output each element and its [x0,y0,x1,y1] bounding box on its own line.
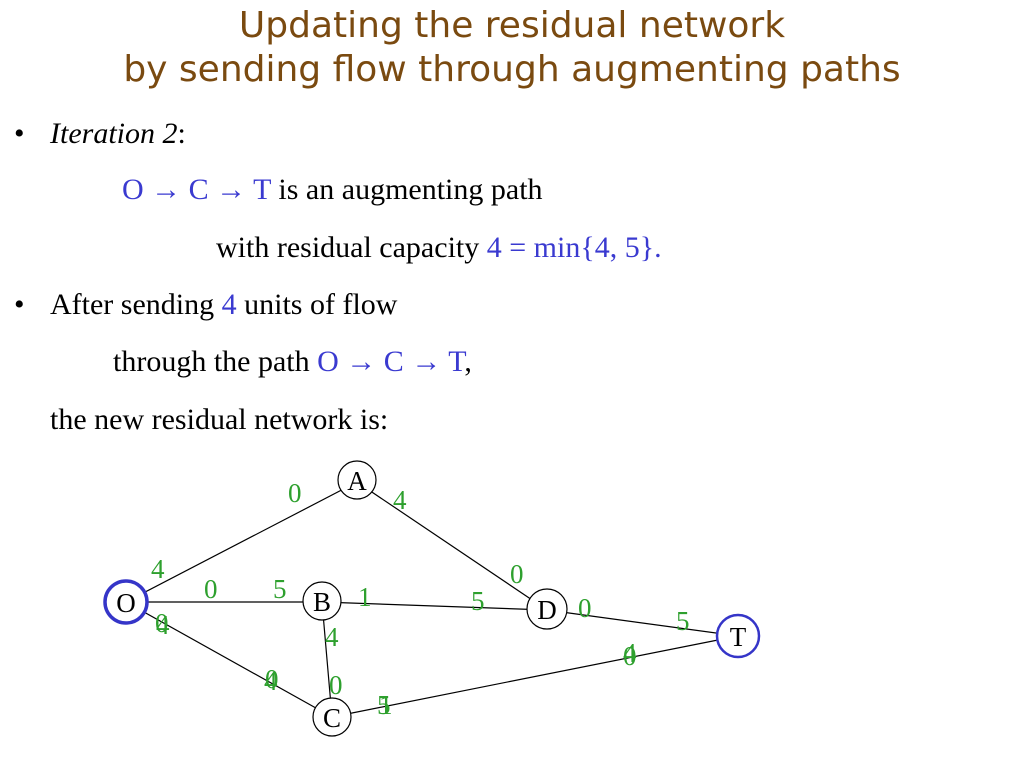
network-edges [125,481,739,718]
edge-d-t [546,609,739,637]
capacity-labels: 4 0 4 0 0 5 1 5 4 0 0 4 4 0 0 5 5 1 0 4 [151,478,690,720]
node-t-circle [715,613,761,659]
cap-bd-near-b: 1 [358,582,372,612]
cap-dt-near-t: 5 [676,606,690,636]
cap-ob-near-o: 0 [204,574,218,604]
after-sending-line: After sending 4 units of flow [50,287,397,323]
residual-capacity-value: 4 = min{4, 5}. [486,231,662,264]
node-t: T [715,613,761,659]
new-network-line: the new residual network is: [50,403,389,436]
node-o-label: O [116,588,136,618]
cap-oa-near-o: 4 [151,554,165,584]
cap-oc-near-o-new: 0 [155,608,169,638]
iteration-label: Iteration 2 [50,117,178,150]
node-b-label: B [313,587,331,617]
node-o-circle [103,579,149,625]
after-sending-suffix: units of flow [236,288,398,321]
iteration-colon: : [177,117,186,150]
cap-bc-near-b: 4 [325,622,339,652]
slide-title: Updating the residual network by sending… [0,4,1024,92]
cap-ct-near-t-new: 4 [623,638,637,668]
node-b: B [302,581,342,621]
edge-a-d [356,481,548,611]
cap-ct-near-c-old: 5 [377,690,391,720]
node-c: C [312,697,352,737]
residual-capacity-prefix: with residual capacity [216,231,487,264]
cap-ob-near-b: 5 [273,574,287,604]
node-a-circle [337,460,377,500]
node-a: A [337,460,377,500]
cap-oa-near-a: 0 [288,478,302,508]
cap-dt-near-d: 0 [578,593,592,623]
cap-bc-near-c: 0 [329,670,343,700]
after-sending-value: 4 [221,288,237,321]
cap-oc-near-c-new: 4 [264,666,278,696]
cap-ad-near-a: 4 [393,485,407,515]
residual-capacity-line: with residual capacity 4 = min{4, 5}. [216,230,662,266]
edge-o-a [125,481,358,603]
cap-oc-near-c-old: 0 [265,664,279,694]
edge-o-c [125,601,333,718]
title-line-1: Updating the residual network [238,5,786,46]
through-path-prefix: through the path [113,345,318,378]
augmenting-path: O → C → T [122,173,271,206]
augmenting-path-line: O → C → T is an augmenting path [122,172,543,208]
node-d-label: D [537,595,557,625]
after-sending-prefix: After sending [50,288,222,321]
node-t-label: T [730,622,747,652]
bullet-marker-1: • [14,117,25,150]
through-path: O → C → T [317,345,465,378]
title-line-2: by sending flow through augmenting paths [123,49,901,90]
cap-bd-near-d: 5 [471,586,485,616]
edge-c-t [331,635,739,718]
node-b-circle [302,581,342,621]
cap-ad-near-d: 0 [510,559,524,589]
through-path-line: through the path O → C → T, [113,344,472,380]
through-path-suffix: , [464,345,472,378]
edge-b-d [321,601,548,611]
node-c-label: C [323,703,341,733]
cap-oc-near-o-old: 4 [156,610,170,640]
augmenting-path-suffix: is an augmenting path [270,173,543,206]
iteration-heading: Iteration 2: [50,116,186,152]
node-a-label: A [347,466,367,496]
cap-ct-near-c-new: 1 [379,690,393,720]
node-o: O [103,579,149,625]
cap-ct-near-t-old: 0 [623,641,637,671]
bullet-marker-2: • [14,288,25,321]
node-c-circle [312,697,352,737]
node-d-circle [526,588,568,630]
node-d: D [526,588,568,630]
